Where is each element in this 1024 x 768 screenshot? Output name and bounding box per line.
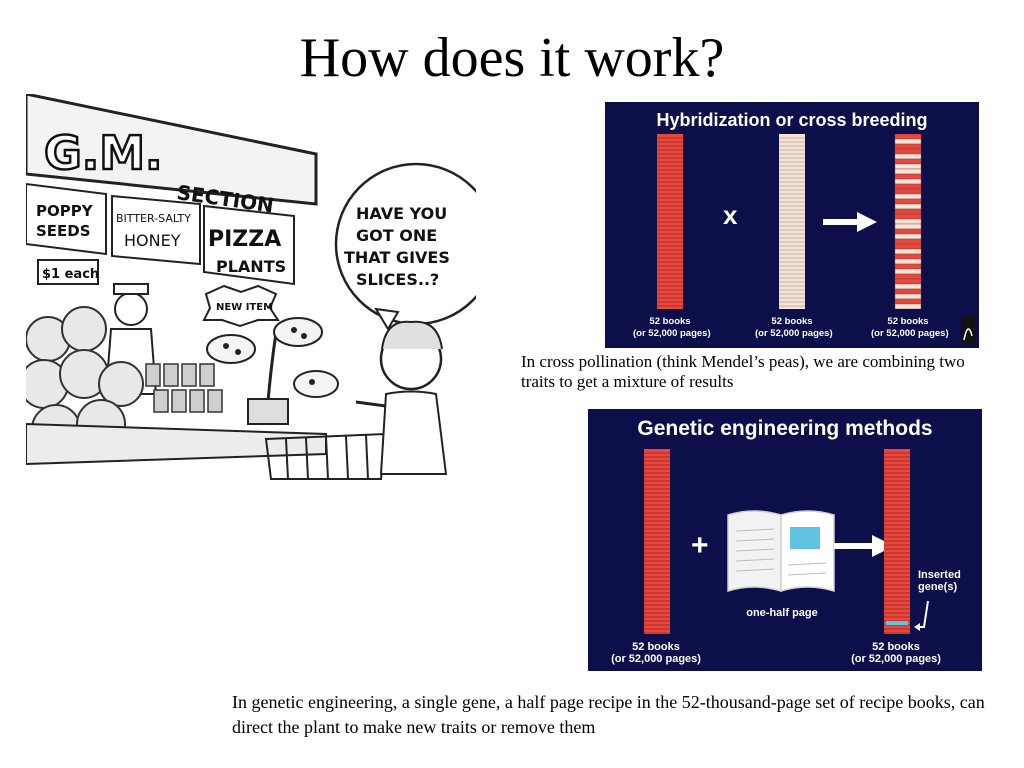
genetic-engineering-title: Genetic engineering methods xyxy=(637,417,933,440)
book-label-1: 52 books(or 52,000 pages) xyxy=(633,316,711,339)
hybridization-caption: In cross pollination (think Mendel’s pea… xyxy=(521,352,965,391)
hybridization-panel: Hybridization or cross breeding x 52 boo… xyxy=(605,102,979,348)
label-pizza-2: PLANTS xyxy=(216,257,286,276)
gm-sign xyxy=(26,94,318,206)
parent-stack-cream xyxy=(779,134,805,309)
gm-sign-text: G.M. xyxy=(44,126,162,180)
half-page-label: one-half page xyxy=(746,607,818,619)
shopping-cart xyxy=(264,432,388,480)
hybrid-stack-mixed xyxy=(894,134,922,309)
speech-line-1: HAVE YOU xyxy=(356,204,447,223)
speech-line-4: SLICES..? xyxy=(356,270,439,289)
shopkeeper-figure xyxy=(114,292,148,326)
right-arrow-icon xyxy=(834,535,894,557)
parent-stack-red xyxy=(657,134,683,309)
label-honey-2: HONEY xyxy=(124,231,181,250)
logo-icon xyxy=(961,316,975,344)
label-poppy-2: SEEDS xyxy=(36,222,91,240)
half-page-book-icon xyxy=(727,510,835,593)
speech-line-2: GOT ONE xyxy=(356,226,437,245)
book-label-original: 52 books(or 52,000 pages) xyxy=(611,641,701,665)
gm-section-cartoon: G.M. SECTION POPPY SEEDS BITTER-SALTY HO… xyxy=(26,94,476,484)
label-honey-1: BITTER-SALTY xyxy=(116,212,191,225)
right-arrow-icon xyxy=(823,212,877,232)
modified-stack-red xyxy=(884,449,910,634)
book-label-3: 52 books(or 52,000 pages) xyxy=(871,316,949,339)
price-tag: $1 each xyxy=(42,267,99,282)
book-label-2: 52 books(or 52,000 pages) xyxy=(755,316,833,339)
book-label-modified: 52 books(or 52,000 pages) xyxy=(851,641,941,665)
slide-title: How does it work? xyxy=(299,27,725,89)
speech-line-3: THAT GIVES xyxy=(344,248,450,267)
genetic-engineering-panel: Genetic engineering methods + one-half p… xyxy=(588,409,982,671)
times-symbol: x xyxy=(723,200,738,230)
hybridization-title: Hybridization or cross breeding xyxy=(656,110,928,130)
label-poppy-1: POPPY xyxy=(36,202,94,220)
original-stack-red xyxy=(644,449,670,634)
pizza-plant xyxy=(206,317,339,425)
new-item-text: NEW ITEM xyxy=(216,302,273,313)
label-pizza-1: PIZZA xyxy=(208,227,281,252)
genetic-engineering-caption: In genetic engineering, a single gene, a… xyxy=(232,692,985,737)
pointer-arrow-icon xyxy=(914,600,929,631)
plus-symbol: + xyxy=(691,529,709,562)
honey-jars xyxy=(145,363,223,413)
customer-figure xyxy=(355,320,448,475)
